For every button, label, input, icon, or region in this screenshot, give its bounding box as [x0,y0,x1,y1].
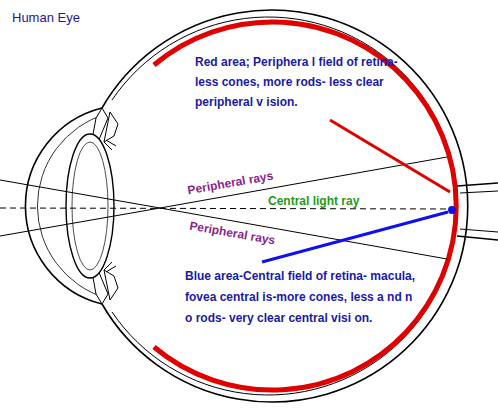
ray-label: Central light ray [268,194,359,208]
blue-leader-line [262,212,448,262]
macula-note: Blue area-Central field of retina- macul… [185,266,420,329]
peripheral-retina [154,22,456,390]
sclera-outline [102,10,468,402]
central-light-ray [0,208,452,209]
red-leader-line [330,120,450,192]
lens [66,134,114,278]
fovea-dot [448,206,456,214]
peripheral-retina-note: Red area; Periphera l field of retina-le… [195,52,407,112]
optic-nerve [455,183,498,240]
lens-inner [72,142,108,270]
peripheral-ray [0,180,447,259]
ray-label: Peripheral rays [188,219,276,248]
choroid-outline [112,17,457,395]
ray-label: Peripheral rays [186,169,274,198]
diagram-title: Human Eye [12,10,80,25]
